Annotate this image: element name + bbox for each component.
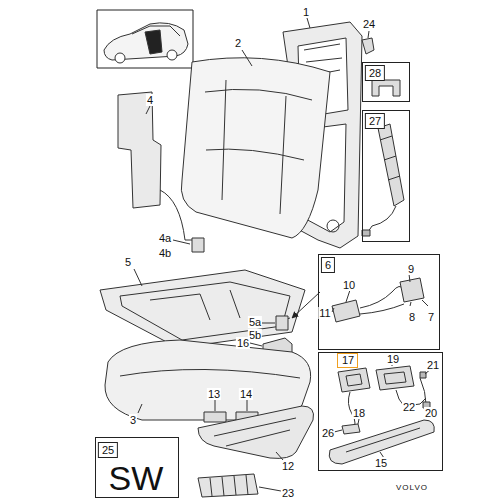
highlight-box: 17 <box>337 353 358 368</box>
callout-number: 13 <box>207 388 221 400</box>
option-code: SW <box>108 460 165 496</box>
callout-number: 26 <box>321 427 335 439</box>
callout-number: 16 <box>236 337 250 349</box>
callout-number: 5 <box>124 256 132 268</box>
callout-number: 28 <box>365 65 385 81</box>
callout-number: 10 <box>342 279 356 291</box>
callout-number: 23 <box>281 487 295 499</box>
inset-frame: 25SW <box>95 437 179 498</box>
callout-number: 27 <box>365 113 385 129</box>
callout-number: 5a <box>248 316 262 328</box>
callout-number: 4 <box>146 94 154 106</box>
callout-number: 24 <box>362 18 376 30</box>
callout-number: 20 <box>424 407 438 419</box>
brand-mark: VOLVO <box>395 482 429 494</box>
callout-number: 6 <box>321 257 335 273</box>
callout-number: 18 <box>352 407 366 419</box>
callout-number: 17 <box>341 354 355 366</box>
callout-number: 3 <box>129 414 137 426</box>
callout-number: 14 <box>239 388 253 400</box>
inset-frame: 28 <box>362 62 410 102</box>
callout-number: 4a <box>158 232 172 244</box>
callout-number: 9 <box>407 263 415 275</box>
callout-number: 21 <box>426 359 440 371</box>
callout-number: 1 <box>302 6 310 18</box>
callout-number: 19 <box>386 353 400 365</box>
callout-number: 12 <box>281 460 295 472</box>
callout-number: 8 <box>408 311 416 323</box>
callout-number: 25 <box>98 442 118 458</box>
callout-number: 4b <box>158 247 172 259</box>
callout-number: 11 <box>318 307 331 319</box>
callout-number: 2 <box>234 37 242 49</box>
inset-frame: 6 9 10 11 87 <box>318 254 440 350</box>
callout-number: 22 <box>402 401 416 413</box>
callout-number: 15 <box>374 457 388 469</box>
inset-frame: 19 21 18 22 20 26 15 17 <box>318 352 443 471</box>
inset-frame: 27 <box>362 110 410 242</box>
callout-number: 7 <box>427 311 435 323</box>
